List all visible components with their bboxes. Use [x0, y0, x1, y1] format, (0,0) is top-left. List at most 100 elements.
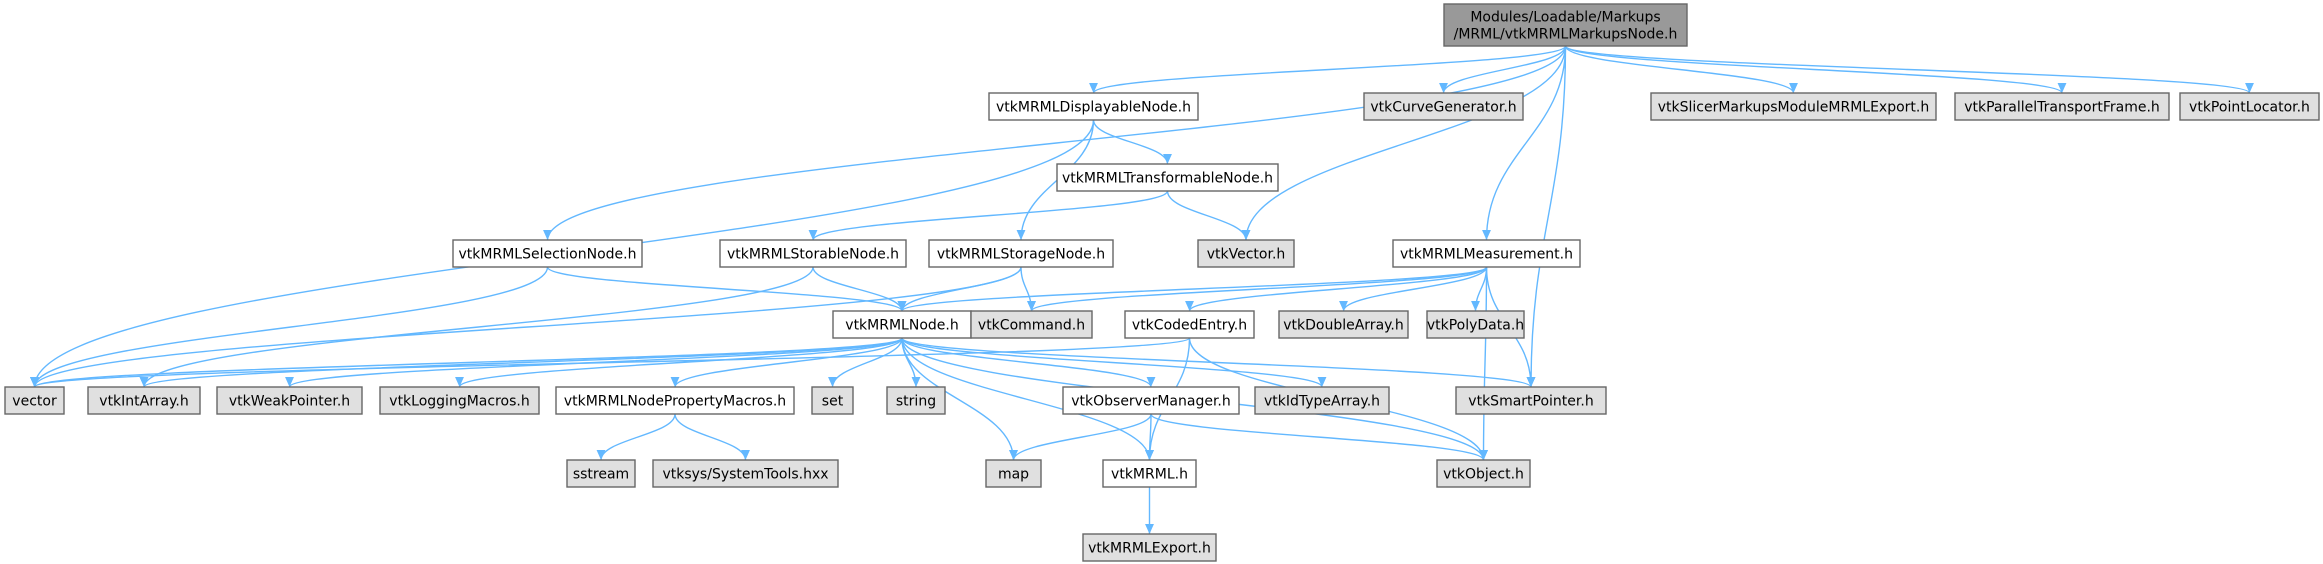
graph-node-command-label: vtkCommand.h [978, 317, 1085, 333]
graph-node-intarray-box [87, 386, 201, 415]
graph-node-doublearray-label: vtkDoubleArray.h [1283, 317, 1404, 333]
graph-node-systemtools-box [652, 459, 839, 488]
edge-root-to-displayable [1089, 45, 1567, 94]
edge-root-to-pointlocator [1564, 45, 2254, 94]
graph-node-doublearray: vtkDoubleArray.h [1278, 310, 1409, 339]
graph-node-paralleltransport: vtkParallelTransportFrame.h [1954, 92, 2170, 121]
edge-measurement-to-mrmlnode [897, 266, 1488, 312]
graph-node-loggingmacros: vtkLoggingMacros.h [379, 386, 540, 415]
graph-node-sstream: sstream [566, 459, 636, 488]
nodes-layer: Modules/Loadable/Markups/MRML/vtkMRMLMar… [4, 3, 2320, 562]
graph-node-selection[interactable]: vtkMRMLSelectionNode.h [452, 239, 643, 268]
graph-node-vtkvector-label: vtkVector.h [1207, 246, 1286, 262]
graph-node-transformable-box [1056, 163, 1279, 192]
graph-node-set-label: set [822, 393, 844, 409]
edge-root-to-curvegen [1439, 45, 1567, 94]
graph-node-storage[interactable]: vtkMRMLStorageNode.h [928, 239, 1114, 268]
graph-node-loggingmacros-label: vtkLoggingMacros.h [389, 393, 529, 409]
edge-mrmlnode-to-intarray [139, 337, 903, 388]
edge-mrmlnode-to-vtkmrml [901, 337, 1154, 461]
graph-node-observermanager-label: vtkObserverManager.h [1071, 393, 1231, 409]
graph-node-displayable-label: vtkMRMLDisplayableNode.h [996, 99, 1191, 115]
graph-node-vtkvector-box [1197, 239, 1295, 268]
graph-node-mrmlexport-box [1082, 533, 1217, 562]
graph-node-slicerexport-label: vtkSlicerMarkupsModuleMRMLExport.h [1658, 99, 1930, 115]
graph-node-curvegen-box [1363, 92, 1524, 121]
graph-node-vector-label: vector [12, 393, 57, 409]
graph-node-slicerexport: vtkSlicerMarkupsModuleMRMLExport.h [1650, 92, 1937, 121]
edge-measurement-to-doublearray [1339, 266, 1488, 312]
graph-node-root-label: /MRML/vtkMRMLMarkupsNode.h [1454, 26, 1678, 42]
graph-node-idtypearray: vtkIdTypeArray.h [1254, 386, 1390, 415]
graph-node-storable-label: vtkMRMLStorableNode.h [727, 246, 899, 262]
edge-displayable-to-transformable [1092, 119, 1172, 165]
graph-node-idtypearray-box [1254, 386, 1390, 415]
edges-layer [30, 45, 2254, 534]
graph-node-storable[interactable]: vtkMRMLStorableNode.h [719, 239, 907, 268]
edge-root-to-vtkvector [1241, 45, 1567, 241]
graph-node-codedentry[interactable]: vtkCodedEntry.h [1124, 310, 1255, 339]
edge-mrmlnode-to-observermanager [901, 337, 1156, 388]
graph-node-map-label: map [998, 466, 1029, 482]
graph-node-propertymacros-box [555, 386, 795, 415]
graph-node-vtkobject-label: vtkObject.h [1443, 466, 1524, 482]
edge-observermanager-to-vtkobject [1150, 413, 1488, 461]
graph-node-smartpointer: vtkSmartPointer.h [1455, 386, 1607, 415]
graph-node-pointlocator-box [2179, 92, 2320, 121]
graph-node-codedentry-box [1124, 310, 1255, 339]
graph-node-vector: vector [4, 386, 65, 415]
graph-node-string-label: string [896, 393, 936, 409]
edge-transformable-to-vtkvector [1166, 190, 1251, 241]
graph-node-paralleltransport-label: vtkParallelTransportFrame.h [1964, 99, 2160, 115]
graph-node-vtkmrml[interactable]: vtkMRML.h [1102, 459, 1197, 488]
edge-observermanager-to-map [1009, 413, 1152, 461]
graph-node-selection-box [452, 239, 643, 268]
graph-node-selection-label: vtkMRMLSelectionNode.h [459, 246, 637, 262]
edge-mrmlnode-to-weakpointer [285, 337, 903, 388]
edge-measurement-to-command [1027, 266, 1488, 312]
graph-node-vtkvector: vtkVector.h [1197, 239, 1295, 268]
edge-propertymacros-to-sstream [596, 413, 676, 461]
graph-node-curvegen-label: vtkCurveGenerator.h [1370, 99, 1516, 115]
edge-root-to-selection [543, 45, 1567, 241]
edge-measurement-to-vtkobject [1479, 266, 1488, 461]
graph-node-propertymacros-label: vtkMRMLNodePropertyMacros.h [564, 393, 786, 409]
edge-root-to-measurement [1482, 45, 1567, 241]
graph-node-transformable[interactable]: vtkMRMLTransformableNode.h [1056, 163, 1279, 192]
graph-node-intarray-label: vtkIntArray.h [99, 393, 188, 409]
graph-node-mrmlexport: vtkMRMLExport.h [1082, 533, 1217, 562]
graph-node-root-box [1443, 3, 1688, 47]
graph-node-displayable[interactable]: vtkMRMLDisplayableNode.h [988, 92, 1199, 121]
graph-node-measurement[interactable]: vtkMRMLMeasurement.h [1392, 239, 1581, 268]
graph-node-sstream-box [566, 459, 636, 488]
graph-node-observermanager-box [1062, 386, 1240, 415]
edge-storable-to-intarray [139, 266, 814, 388]
edge-measurement-to-codedentry [1185, 266, 1488, 312]
graph-node-mrmlnode[interactable]: vtkMRMLNode.h [832, 310, 972, 339]
graph-node-observermanager[interactable]: vtkObserverManager.h [1062, 386, 1240, 415]
graph-node-set: set [811, 386, 854, 415]
graph-node-systemtools-label: vtksys/SystemTools.hxx [662, 466, 828, 482]
edge-storage-to-vector [30, 266, 1022, 388]
graph-node-measurement-label: vtkMRMLMeasurement.h [1400, 246, 1573, 262]
graph-node-curvegen: vtkCurveGenerator.h [1363, 92, 1524, 121]
graph-node-mrmlnode-box [832, 310, 972, 339]
graph-node-command: vtkCommand.h [970, 310, 1093, 339]
edge-mrmlnode-to-smartpointer [901, 337, 1536, 388]
edge-propertymacros-to-systemtools [674, 413, 750, 461]
graph-node-propertymacros[interactable]: vtkMRMLNodePropertyMacros.h [555, 386, 795, 415]
graph-node-weakpointer-label: vtkWeakPointer.h [229, 393, 350, 409]
graph-node-storable-box [719, 239, 907, 268]
graph-node-vtkmrml-box [1102, 459, 1197, 488]
edge-codedentry-to-vector [30, 337, 1191, 388]
graph-node-storage-label: vtkMRMLStorageNode.h [937, 246, 1105, 262]
graph-node-string-box [886, 386, 946, 415]
edge-observermanager-to-vtkmrml [1145, 413, 1154, 461]
graph-node-vtkobject-box [1436, 459, 1531, 488]
edge-root-to-slicerexport [1564, 45, 1798, 94]
graph-node-root[interactable]: Modules/Loadable/Markups/MRML/vtkMRMLMar… [1443, 3, 1688, 47]
edge-storage-to-command [1020, 266, 1036, 312]
graph-node-set-box [811, 386, 854, 415]
graph-node-paralleltransport-box [1954, 92, 2170, 121]
graph-node-mrmlnode-label: vtkMRMLNode.h [845, 317, 958, 333]
